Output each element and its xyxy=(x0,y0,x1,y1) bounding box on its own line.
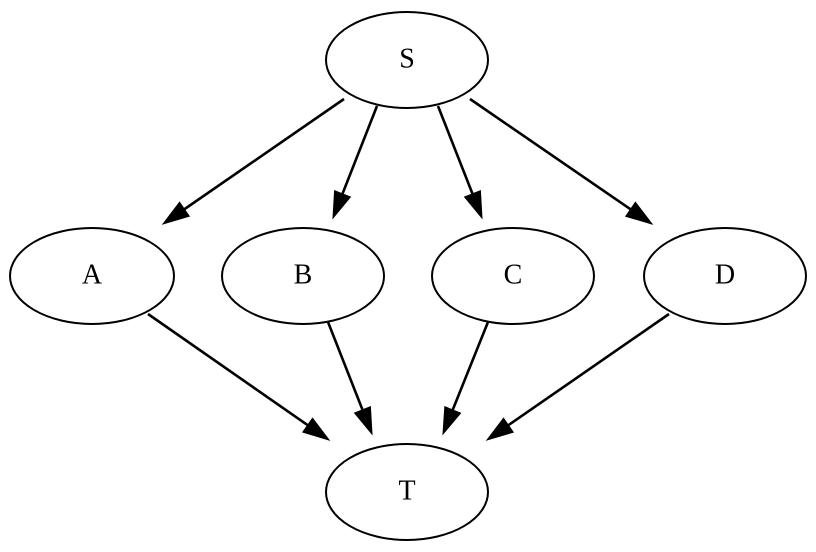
edge-s-to-c xyxy=(436,105,483,220)
arrowhead-icon xyxy=(161,201,191,225)
graph-node-c[interactable]: C xyxy=(431,227,595,325)
graph-node-s[interactable]: S xyxy=(325,11,489,109)
edge-line xyxy=(469,97,635,213)
graph-node-t[interactable]: T xyxy=(325,443,489,541)
edge-line xyxy=(180,97,345,213)
node-ellipse[interactable] xyxy=(221,227,385,325)
edges-layer xyxy=(147,97,670,441)
node-label: A xyxy=(82,259,103,290)
edge-line xyxy=(449,321,490,415)
node-ellipse[interactable] xyxy=(325,11,489,109)
node-label: B xyxy=(294,259,313,290)
node-ellipse[interactable] xyxy=(431,227,595,325)
edge-s-to-a xyxy=(161,97,345,225)
edge-line xyxy=(326,321,366,414)
arrowhead-icon xyxy=(332,189,352,220)
arrowhead-icon xyxy=(624,201,654,225)
edge-line xyxy=(147,312,312,429)
arrowhead-icon xyxy=(463,189,483,220)
edge-line xyxy=(504,312,670,429)
node-ellipse[interactable] xyxy=(9,227,175,325)
node-ellipse[interactable] xyxy=(643,227,807,325)
graph-node-d[interactable]: D xyxy=(643,227,807,325)
arrowhead-icon xyxy=(353,405,373,436)
arrowhead-icon xyxy=(302,417,331,441)
edge-line xyxy=(436,105,476,198)
node-label: C xyxy=(504,259,523,290)
arrowhead-icon xyxy=(485,417,515,441)
node-label: T xyxy=(398,475,415,506)
edge-b-to-t xyxy=(326,321,373,436)
graph-node-a[interactable]: A xyxy=(9,227,175,325)
edge-c-to-t xyxy=(442,321,490,436)
edge-line xyxy=(339,105,379,198)
node-label: D xyxy=(715,259,735,290)
nodes-layer: S A B C D T xyxy=(9,11,807,541)
arrowhead-icon xyxy=(442,405,462,436)
edge-s-to-d xyxy=(469,97,654,225)
edge-a-to-t xyxy=(147,312,331,441)
edge-d-to-t xyxy=(485,312,670,441)
edge-s-to-b xyxy=(332,105,379,220)
graph-node-b[interactable]: B xyxy=(221,227,385,325)
node-ellipse[interactable] xyxy=(325,443,489,541)
node-label: S xyxy=(399,43,415,74)
